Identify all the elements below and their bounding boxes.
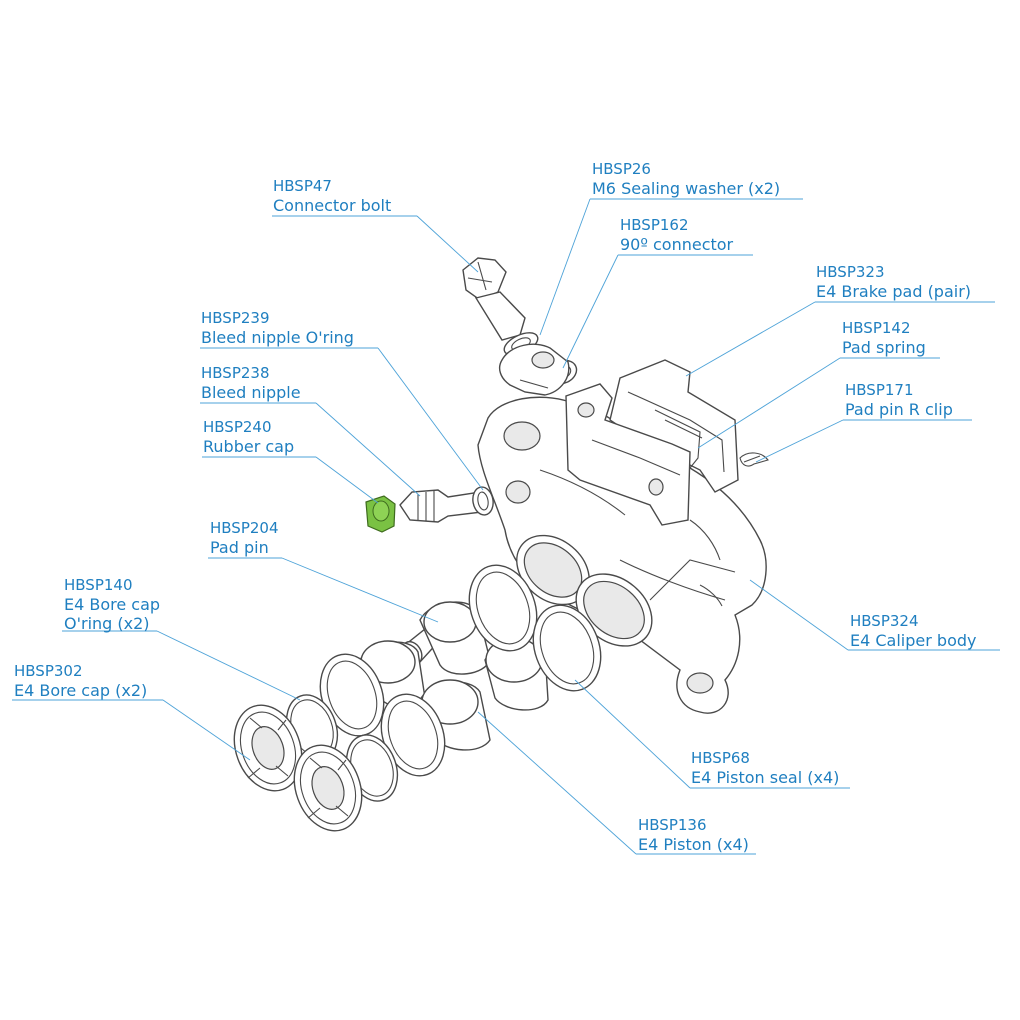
callout-name: E4 Brake pad (pair) bbox=[816, 282, 972, 301]
leader-lines bbox=[12, 198, 1000, 855]
callout-hbsp140: HBSP140 E4 Bore cap O'ring (x2) bbox=[64, 576, 160, 633]
caliper-body bbox=[477, 396, 767, 714]
callout-name: M6 Sealing washer (x2) bbox=[592, 179, 781, 198]
callout-name: E4 Bore cap (x2) bbox=[14, 681, 148, 700]
callout-name-line2: O'ring (x2) bbox=[64, 614, 150, 633]
callout-code: HBSP240 bbox=[203, 418, 272, 436]
callout-hbsp47: HBSP47 Connector bolt bbox=[273, 177, 391, 215]
callout-hbsp323: HBSP323 E4 Brake pad (pair) bbox=[816, 263, 971, 301]
callout-code: HBSP47 bbox=[273, 177, 332, 195]
pad-pin-r-clip bbox=[739, 452, 769, 467]
callout-hbsp136: HBSP136 E4 Piston (x4) bbox=[638, 816, 749, 854]
callout-code: HBSP324 bbox=[850, 612, 919, 630]
callout-hbsp68: HBSP68 E4 Piston seal (x4) bbox=[691, 749, 839, 787]
callout-name: E4 Piston (x4) bbox=[638, 835, 749, 854]
callout-hbsp26: HBSP26 M6 Sealing washer (x2) bbox=[592, 160, 780, 198]
callout-code: HBSP323 bbox=[816, 263, 885, 281]
callout-name: Bleed nipple bbox=[201, 383, 301, 402]
callout-code: HBSP136 bbox=[638, 816, 707, 834]
callout-name: Rubber cap bbox=[203, 437, 295, 456]
piston-seals bbox=[319, 564, 602, 777]
callout-name: Bleed nipple O'ring bbox=[201, 328, 354, 347]
callout-hbsp162: HBSP162 90º connector bbox=[620, 216, 733, 254]
brake-pads bbox=[565, 359, 739, 526]
rubber-cap bbox=[365, 495, 396, 533]
callout-code: HBSP171 bbox=[845, 381, 914, 399]
callout-code: HBSP162 bbox=[620, 216, 689, 234]
ninety-degree-connector bbox=[498, 343, 570, 396]
callout-name: E4 Piston seal (x4) bbox=[691, 768, 840, 787]
bore-caps bbox=[233, 704, 363, 832]
callout-name: E4 Caliper body bbox=[850, 631, 977, 650]
callout-hbsp142: HBSP142 Pad spring bbox=[842, 319, 926, 357]
callout-hbsp239: HBSP239 Bleed nipple O'ring bbox=[201, 309, 354, 347]
callout-code: HBSP204 bbox=[210, 519, 279, 537]
connector-bolt bbox=[462, 257, 526, 341]
callout-hbsp324: HBSP324 E4 Caliper body bbox=[850, 612, 976, 650]
callout-code: HBSP142 bbox=[842, 319, 911, 337]
callout-code: HBSP239 bbox=[201, 309, 270, 327]
pad-spring bbox=[654, 409, 703, 469]
callout-code: HBSP238 bbox=[201, 364, 270, 382]
callout-name: E4 Bore cap bbox=[64, 595, 161, 614]
callout-hbsp171: HBSP171 Pad pin R clip bbox=[845, 381, 953, 419]
callout-hbsp204: HBSP204 Pad pin bbox=[210, 519, 279, 557]
callout-name: Connector bolt bbox=[273, 196, 392, 215]
callout-hbsp238: HBSP238 Bleed nipple bbox=[201, 364, 301, 402]
callout-name: Pad pin bbox=[210, 538, 269, 557]
callout-name: Pad pin R clip bbox=[845, 400, 953, 419]
callout-code: HBSP140 bbox=[64, 576, 133, 594]
callout-name: Pad spring bbox=[842, 338, 926, 357]
callout-hbsp302: HBSP302 E4 Bore cap (x2) bbox=[14, 662, 147, 700]
bleed-nipple bbox=[399, 486, 494, 523]
callout-code: HBSP68 bbox=[691, 749, 750, 767]
callout-code: HBSP302 bbox=[14, 662, 83, 680]
callout-hbsp240: HBSP240 Rubber cap bbox=[203, 418, 294, 456]
callout-name: 90º connector bbox=[620, 235, 734, 254]
callout-code: HBSP26 bbox=[592, 160, 651, 178]
